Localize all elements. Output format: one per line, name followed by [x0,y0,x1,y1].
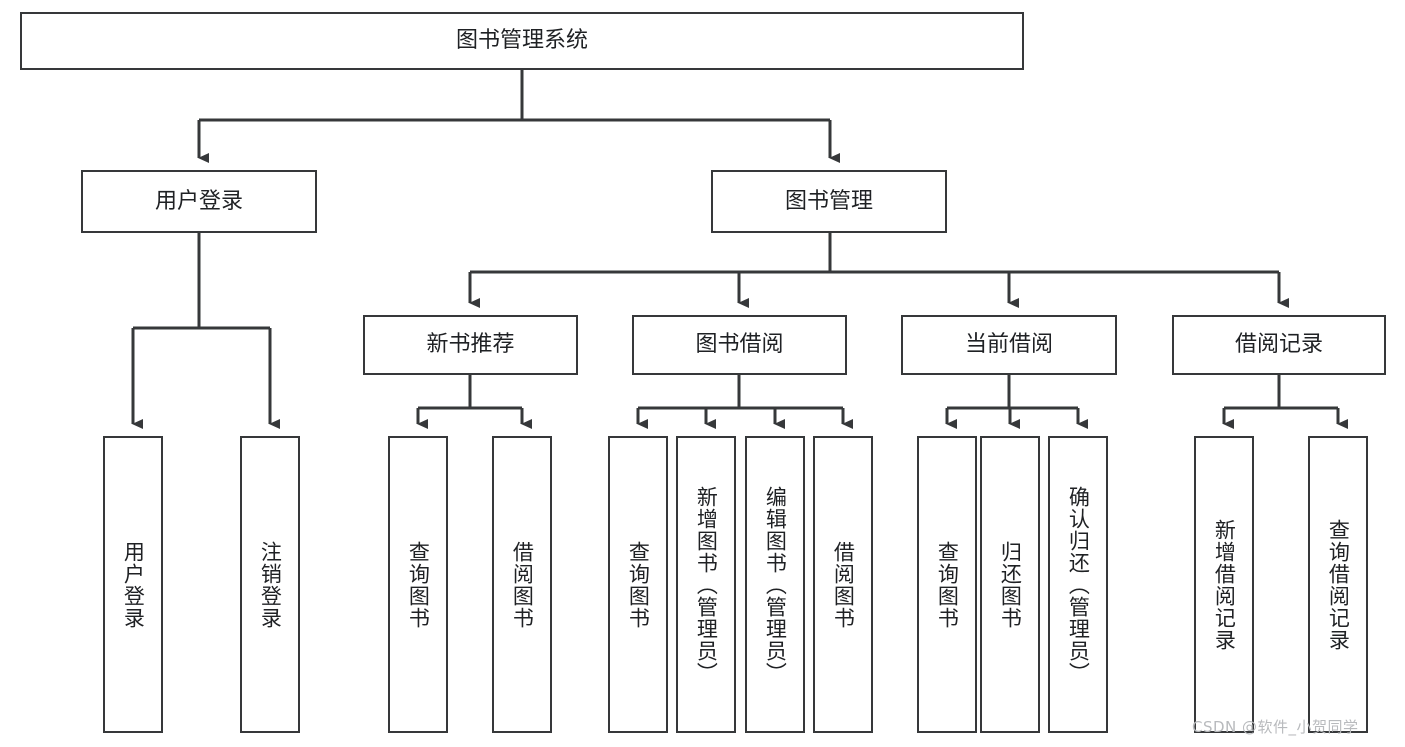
node-label: 图书借阅 [695,332,784,358]
node-label: 确认归还（管理员） [1066,485,1091,684]
node-leaf-logout[interactable]: 注销登录 [240,436,300,733]
node-borrow-record[interactable]: 借阅记录 [1172,315,1386,375]
node-leaf-query-book-2[interactable]: 查询图书 [608,436,668,733]
node-label: 查询借阅记录 [1326,518,1351,651]
node-label: 借阅图书 [510,540,535,629]
node-leaf-edit-book[interactable]: 编辑图书（管理员） [745,436,805,733]
node-current-borrow[interactable]: 当前借阅 [901,315,1117,375]
node-label: 编辑图书（管理员） [763,485,788,684]
node-label: 新书推荐 [426,332,515,358]
node-label: 图书管理 [784,188,873,214]
node-book-borrow[interactable]: 图书借阅 [632,315,847,375]
node-label: 图书管理系统 [455,28,588,54]
node-label: 用户登录 [121,540,146,629]
node-label: 用户登录 [154,188,243,214]
node-label: 新增借阅记录 [1212,518,1237,651]
node-leaf-query-book-3[interactable]: 查询图书 [917,436,977,733]
node-label: 查询图书 [406,540,431,629]
node-leaf-return-book[interactable]: 归还图书 [980,436,1040,733]
node-label: 查询图书 [626,540,651,629]
node-leaf-borrow-book-2[interactable]: 借阅图书 [813,436,873,733]
node-user-login[interactable]: 用户登录 [81,170,317,233]
node-leaf-confirm-return[interactable]: 确认归还（管理员） [1048,436,1108,733]
node-root-system[interactable]: 图书管理系统 [20,12,1024,70]
node-label: 归还图书 [998,540,1023,629]
node-leaf-user-login[interactable]: 用户登录 [103,436,163,733]
node-label: 注销登录 [258,540,283,629]
node-label: 当前借阅 [964,332,1053,358]
node-leaf-add-book[interactable]: 新增图书（管理员） [676,436,736,733]
node-label: 借阅记录 [1234,332,1323,358]
node-book-manage[interactable]: 图书管理 [711,170,947,233]
node-leaf-query-record[interactable]: 查询借阅记录 [1308,436,1368,733]
node-label: 新增图书（管理员） [694,485,719,684]
watermark-text: CSDN @软件_小贺同学 [1192,718,1359,736]
node-label: 借阅图书 [831,540,856,629]
node-leaf-query-book-1[interactable]: 查询图书 [388,436,448,733]
node-leaf-add-record[interactable]: 新增借阅记录 [1194,436,1254,733]
node-label: 查询图书 [935,540,960,629]
node-new-book-recommend[interactable]: 新书推荐 [363,315,578,375]
node-leaf-borrow-book-1[interactable]: 借阅图书 [492,436,552,733]
